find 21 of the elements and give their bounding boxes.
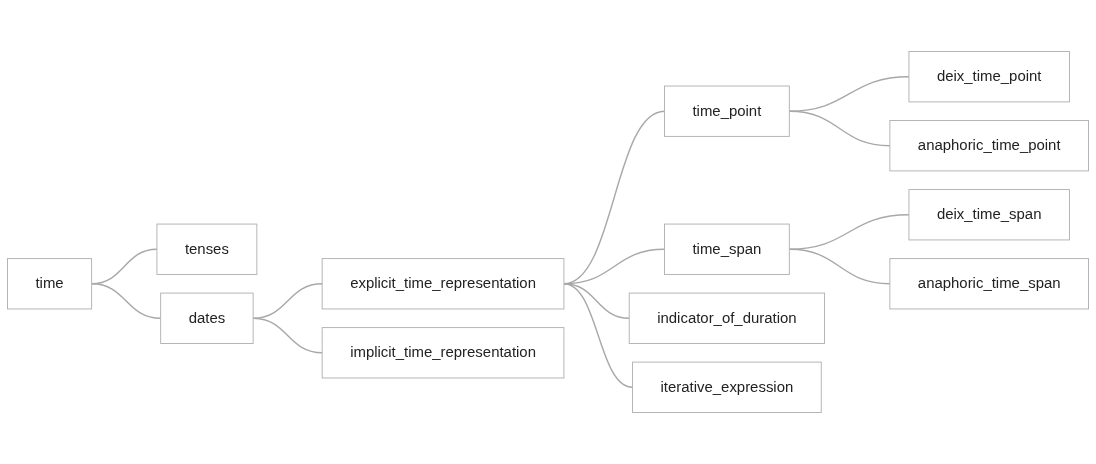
connector bbox=[788, 110, 891, 147]
node-box: time_span bbox=[664, 223, 790, 275]
node-box: implicit_time_representation bbox=[321, 327, 565, 379]
node-box: anaphoric_time_span bbox=[889, 258, 1089, 310]
node-box: tenses bbox=[156, 223, 258, 275]
connector bbox=[90, 283, 162, 319]
node-box: anaphoric_time_point bbox=[889, 120, 1089, 172]
node-box: explicit_time_representation bbox=[321, 258, 565, 310]
node-box: iterative_expression bbox=[632, 361, 822, 413]
node-box: time bbox=[7, 258, 93, 310]
connector bbox=[252, 317, 323, 354]
connector bbox=[252, 283, 323, 319]
connector bbox=[788, 248, 891, 285]
connector bbox=[563, 283, 634, 388]
node-box: deix_time_point bbox=[908, 51, 1070, 103]
node-box: time_point bbox=[664, 85, 790, 137]
node-box: deix_time_span bbox=[908, 189, 1070, 241]
node-box: indicator_of_duration bbox=[628, 292, 826, 344]
connector bbox=[788, 214, 910, 250]
connector bbox=[788, 76, 910, 112]
node-box: dates bbox=[160, 292, 254, 344]
